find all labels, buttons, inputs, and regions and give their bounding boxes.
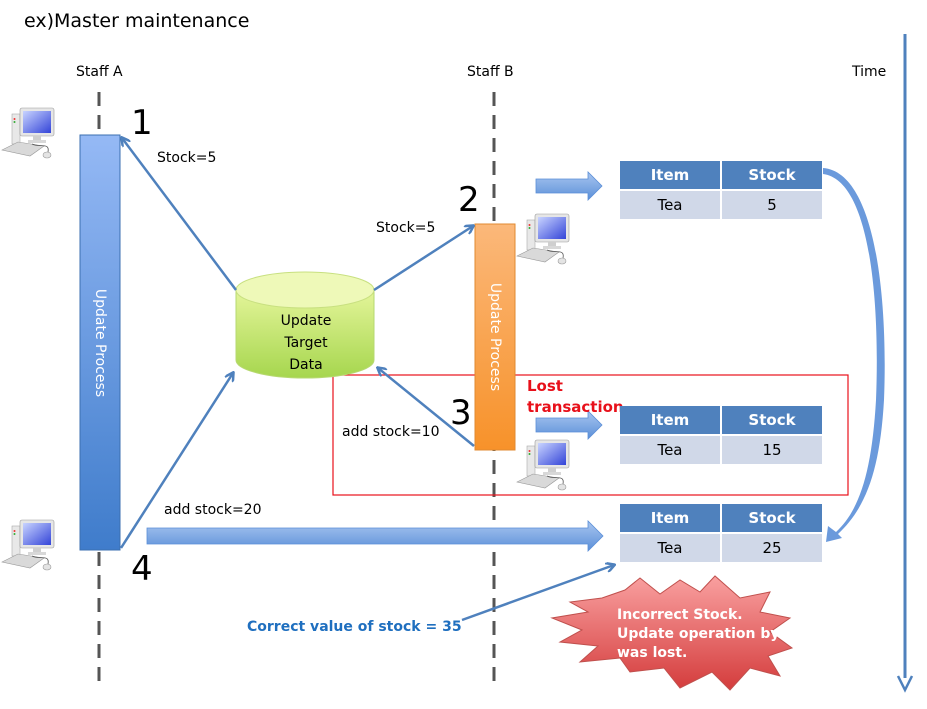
warning-line: Update operation by Staff B (617, 626, 838, 642)
message-write-staff-a: add stock=20 (164, 502, 262, 518)
step-number-3: 3 (450, 393, 472, 433)
block-arrow-2 (535, 410, 603, 440)
table-cell-stock: 15 (722, 436, 822, 464)
lost-transaction-label: Lost transaction (527, 376, 624, 418)
staff-a-process-label-box: Update Process (80, 135, 120, 550)
warning-line: was lost. (617, 645, 688, 661)
warning-text: Incorrect Stock. Update operation by Sta… (617, 606, 838, 663)
database-label-line: Target (284, 335, 328, 351)
curved-arrow-overwrite (823, 168, 885, 542)
table-header-stock: Stock (722, 161, 822, 189)
database-label-line: Update (280, 313, 332, 329)
computer-icon-staff-a-top (1, 107, 55, 159)
warning-burst (550, 575, 794, 691)
staff-b-process-label-box: Update Process (475, 224, 515, 450)
table-header-stock: Stock (722, 504, 822, 532)
lane-label-staff-b: Staff B (467, 64, 514, 80)
table-cell-item: Tea (620, 436, 720, 464)
computer-icon-staff-b-top (516, 213, 570, 265)
staff-b-process-label: Update Process (487, 282, 504, 392)
correct-value-label: Correct value of stock = 35 (247, 619, 462, 635)
arrow-read-staff-a (122, 138, 237, 291)
database-label: Update Target Data (256, 310, 356, 376)
database-label-line: Data (289, 357, 323, 373)
message-write-staff-b: add stock=10 (342, 424, 440, 440)
lane-label-time: Time (852, 64, 887, 80)
step-number-4: 4 (131, 549, 153, 589)
staff-a-process-label: Update Process (92, 288, 109, 397)
staff-b-process-bar (474, 223, 516, 451)
table-header-item: Item (620, 161, 720, 189)
computer-icon-staff-a-bottom (1, 519, 55, 571)
computer-icon-staff-b-bottom (516, 439, 570, 491)
table-cell-item: Tea (620, 534, 720, 562)
step-number-2: 2 (458, 180, 480, 220)
database-icon (235, 271, 375, 379)
message-read-staff-a: Stock=5 (157, 150, 217, 166)
block-arrow-add-stock-20 (146, 520, 604, 552)
table-header-item: Item (620, 406, 720, 434)
arrow-write-staff-a (119, 373, 233, 549)
step-number-1: 1 (131, 103, 153, 143)
block-arrow-1 (535, 171, 603, 201)
table-cell-stock: 5 (722, 191, 822, 219)
arrow-read-staff-b (373, 226, 473, 292)
lost-transaction-line: Lost (527, 377, 563, 395)
staff-a-process-bar (79, 134, 121, 551)
table-cell-stock: 25 (722, 534, 822, 562)
page-title: ex)Master maintenance (24, 10, 250, 32)
arrow-correct-value (461, 565, 614, 622)
lost-transaction-line: transaction (527, 398, 624, 416)
table-header-item: Item (620, 504, 720, 532)
message-read-staff-b: Stock=5 (376, 220, 436, 236)
time-arrow-head-icon (896, 675, 914, 693)
warning-line: Incorrect Stock. (617, 607, 743, 623)
table-cell-item: Tea (620, 191, 720, 219)
lane-label-staff-a: Staff A (76, 64, 123, 80)
arrow-write-staff-b (378, 368, 475, 447)
lost-transaction-box (332, 374, 849, 496)
table-header-stock: Stock (722, 406, 822, 434)
